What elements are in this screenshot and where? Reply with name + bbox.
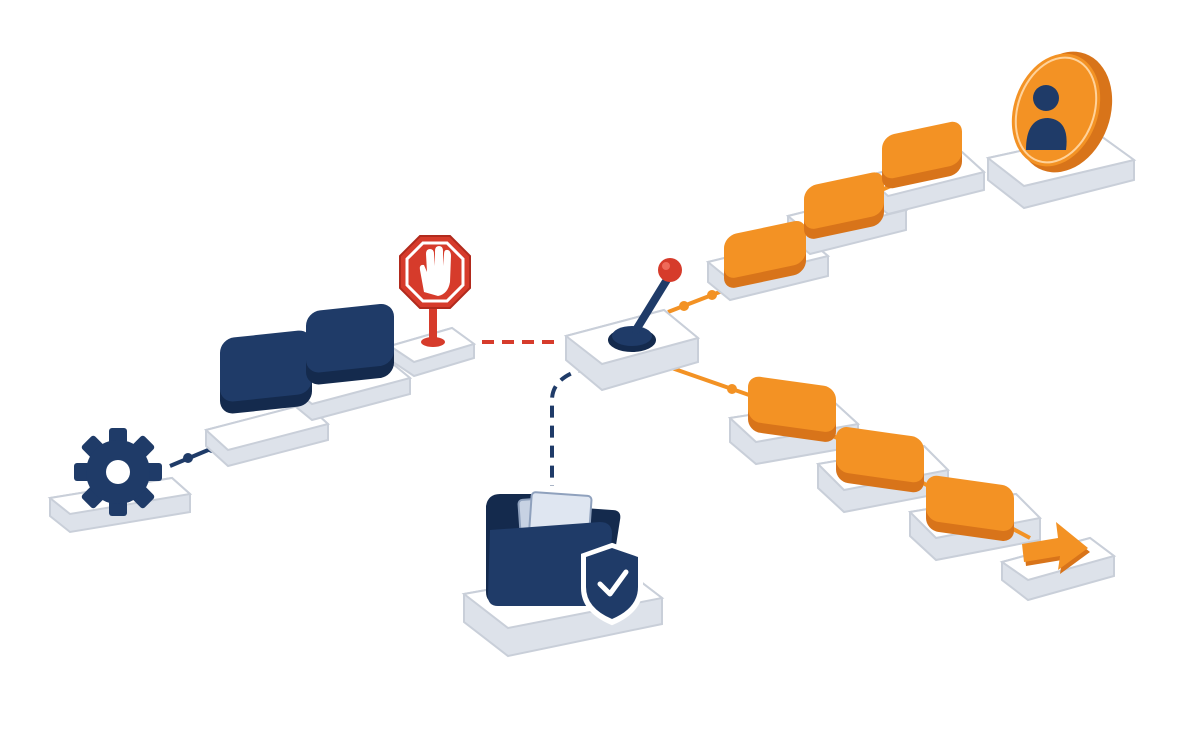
- stop-hand-icon: [399, 235, 471, 309]
- user-icon: [1011, 51, 1113, 173]
- start-node: [47, 428, 193, 534]
- connector-switch-to-folder: [550, 366, 591, 486]
- orange-block: [926, 475, 1014, 541]
- orange-block: [882, 121, 962, 189]
- switch-node: [563, 258, 701, 392]
- navy-block: [306, 303, 394, 385]
- orange-block: [804, 172, 884, 239]
- lever-switch-icon: [608, 258, 682, 352]
- connector-switch-to-lower: [665, 364, 753, 398]
- upper-chain: [705, 121, 987, 302]
- folder-shield-icon: [486, 491, 643, 626]
- arrow-right-icon: [1022, 522, 1090, 574]
- storage-node: [461, 491, 665, 658]
- navy-block: [220, 330, 312, 414]
- lower-chain: [727, 376, 1117, 602]
- orange-block: [724, 220, 806, 288]
- orange-block: [836, 427, 924, 493]
- end-user-node: [985, 51, 1137, 210]
- orange-block: [748, 376, 836, 442]
- gear-icon: [74, 428, 162, 516]
- stop-node: [399, 235, 471, 347]
